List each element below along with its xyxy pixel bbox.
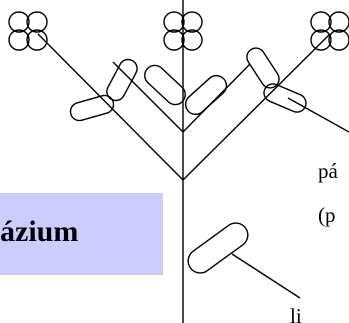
capsule-bottom xyxy=(187,222,249,274)
branch-left-inner xyxy=(112,61,184,133)
title-box xyxy=(0,193,163,275)
branch-right-inner xyxy=(182,63,251,133)
flower-cluster-left xyxy=(8,11,48,51)
leader-line-bottom xyxy=(231,253,301,299)
title-text: ázium xyxy=(0,215,78,248)
branch-left-outer xyxy=(37,33,184,181)
capsule-left-lower xyxy=(69,94,115,122)
label-bottom: li xyxy=(290,304,302,323)
capsule-right-upper xyxy=(246,47,280,89)
capsule-center-right xyxy=(184,74,228,116)
flower-cluster-center xyxy=(163,11,203,51)
capsule-right-lower xyxy=(263,83,307,113)
branch-right-outer xyxy=(182,33,331,181)
label-right-line1: pá xyxy=(318,159,339,183)
flower-cluster-right xyxy=(310,11,349,51)
capsule-center-left xyxy=(144,64,186,106)
label-right-line2: (p xyxy=(318,203,336,227)
leader-line-right xyxy=(287,97,349,133)
